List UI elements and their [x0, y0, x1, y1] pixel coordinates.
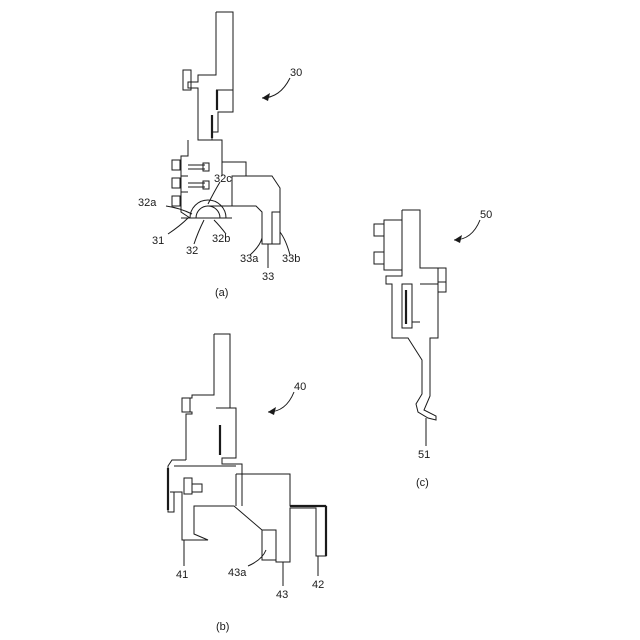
- part-label-32c: 32c: [214, 173, 232, 185]
- figure-caption-b: (b): [216, 621, 229, 633]
- part-label-32: 32: [186, 245, 198, 257]
- part-label-42: 42: [312, 579, 324, 591]
- part-label-33a: 33a: [240, 253, 259, 265]
- figure-a-component-30: [166, 12, 290, 268]
- part-label-33: 33: [262, 271, 274, 283]
- figure-caption-a: (a): [215, 287, 228, 299]
- ref-label-50: 50: [480, 209, 492, 221]
- part-label-41: 41: [176, 569, 188, 581]
- part-label-32b: 32b: [212, 233, 230, 245]
- figure-c-component-50: [374, 210, 480, 446]
- part-label-43a: 43a: [228, 567, 247, 579]
- part-label-32a: 32a: [138, 197, 157, 209]
- figure-b-component-40: [168, 334, 326, 586]
- part-label-31: 31: [152, 235, 164, 247]
- figure-caption-c: (c): [416, 477, 429, 489]
- part-label-51: 51: [418, 449, 430, 461]
- part-label-43: 43: [276, 589, 288, 601]
- part-label-33b: 33b: [282, 253, 300, 265]
- ref-label-40: 40: [294, 381, 306, 393]
- ref-label-30: 30: [290, 67, 302, 79]
